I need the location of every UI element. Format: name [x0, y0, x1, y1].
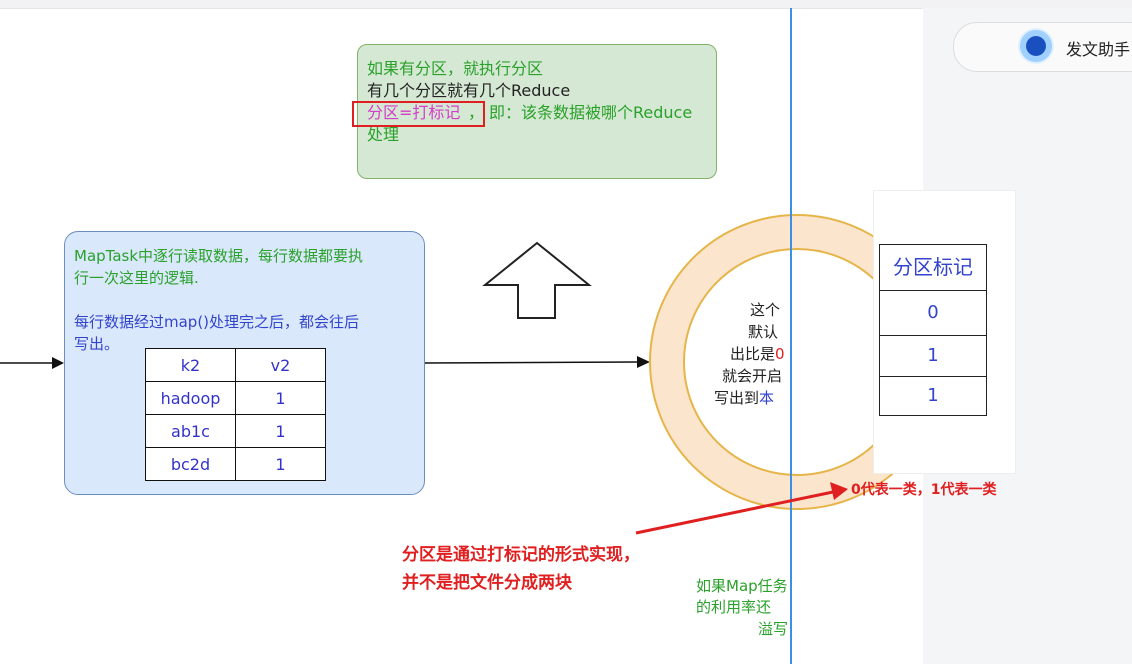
- ring-text-line1: 这个: [750, 301, 781, 319]
- table-header-row: k2 v2: [145, 348, 326, 382]
- bottom-green-line2: 的利用率还: [696, 598, 772, 616]
- map-to-buffer-arrow: [424, 361, 643, 364]
- cell-value: 1: [235, 447, 326, 481]
- bottom-green-line3: 溢写: [758, 620, 789, 638]
- category-note: 0代表一类，1代表一类: [851, 482, 997, 498]
- up-arrow-shape: [482, 241, 592, 319]
- cell-value: 1: [235, 381, 326, 415]
- bottom-green-clip: 如果Map任务 的利用率还 溢写: [690, 574, 790, 664]
- maptask-note-line2: 行一次这里的逻辑.: [74, 269, 199, 287]
- ring-text-line5: 写出到本: [714, 388, 774, 409]
- partition-note-line1: 如果有分区，就执行分区: [367, 59, 544, 78]
- annotation-arrow-head: [830, 482, 848, 500]
- partition-value: 1: [879, 376, 987, 416]
- annotation-arrow-layer: [635, 482, 848, 535]
- ring-text-line5-prefix: 写出到: [714, 389, 760, 407]
- ring-text-line2: 默认: [748, 323, 779, 341]
- table-row: ab1c 1: [145, 414, 326, 448]
- maptask-note-line4: 写出。: [74, 335, 120, 353]
- ring-text-line4: 就会开启: [722, 367, 783, 385]
- partition-value: 0: [879, 290, 987, 336]
- partition-note-line4: 处理: [367, 125, 400, 144]
- ring-text-line3-red: 0: [775, 345, 785, 363]
- ring-text-line3: 出比是0: [730, 344, 785, 365]
- assistant-icon[interactable]: [1018, 28, 1054, 64]
- panel-divider: [790, 8, 792, 664]
- cell-key: ab1c: [145, 414, 236, 448]
- partition-note-line2: 有几个分区就有几个Reduce: [367, 81, 571, 100]
- map-to-buffer-arrow-head: [637, 356, 650, 368]
- ring-text-line5-blue: 本: [759, 389, 775, 407]
- partition-note-comma: ，: [468, 103, 485, 122]
- main-note-line1: 分区是通过打标记的形式实现，: [402, 545, 640, 565]
- partition-header: 分区标记: [879, 244, 987, 291]
- maptask-note-line1: MapTask中逐行读取数据，每行数据都要执: [74, 247, 364, 265]
- highlight-rectangle: [352, 101, 485, 127]
- kv-table: k2 v2 hadoop 1 ab1c 1 bc2d 1: [145, 348, 326, 481]
- ring-text-clip: 这个 默认 出比是0 就会开启 写出到本: [700, 296, 790, 416]
- bottom-green-line1: 如果Map任务: [696, 577, 788, 595]
- top-bar: [0, 0, 1132, 9]
- partition-note-highlight: 分区=打标记: [367, 103, 461, 122]
- diagram-canvas: [0, 214, 923, 510]
- partition-note-line3: 即：该条数据被哪个Reduce: [489, 103, 693, 122]
- header-v2: v2: [235, 348, 326, 382]
- header-k2: k2: [145, 348, 236, 382]
- annotation-arrow: [635, 490, 834, 535]
- maptask-note-line3: 每行数据经过map()处理完之后，都会往后: [74, 313, 360, 331]
- assistant-label[interactable]: 发文助手: [1066, 40, 1131, 59]
- cell-key: bc2d: [145, 447, 236, 481]
- ring-text-line3-prefix: 出比是: [730, 345, 776, 363]
- incoming-arrow-head: [52, 357, 64, 369]
- table-row: bc2d 1: [145, 447, 326, 481]
- main-note-line2: 并不是把文件分成两块: [402, 573, 572, 593]
- partition-note-box: [357, 44, 717, 179]
